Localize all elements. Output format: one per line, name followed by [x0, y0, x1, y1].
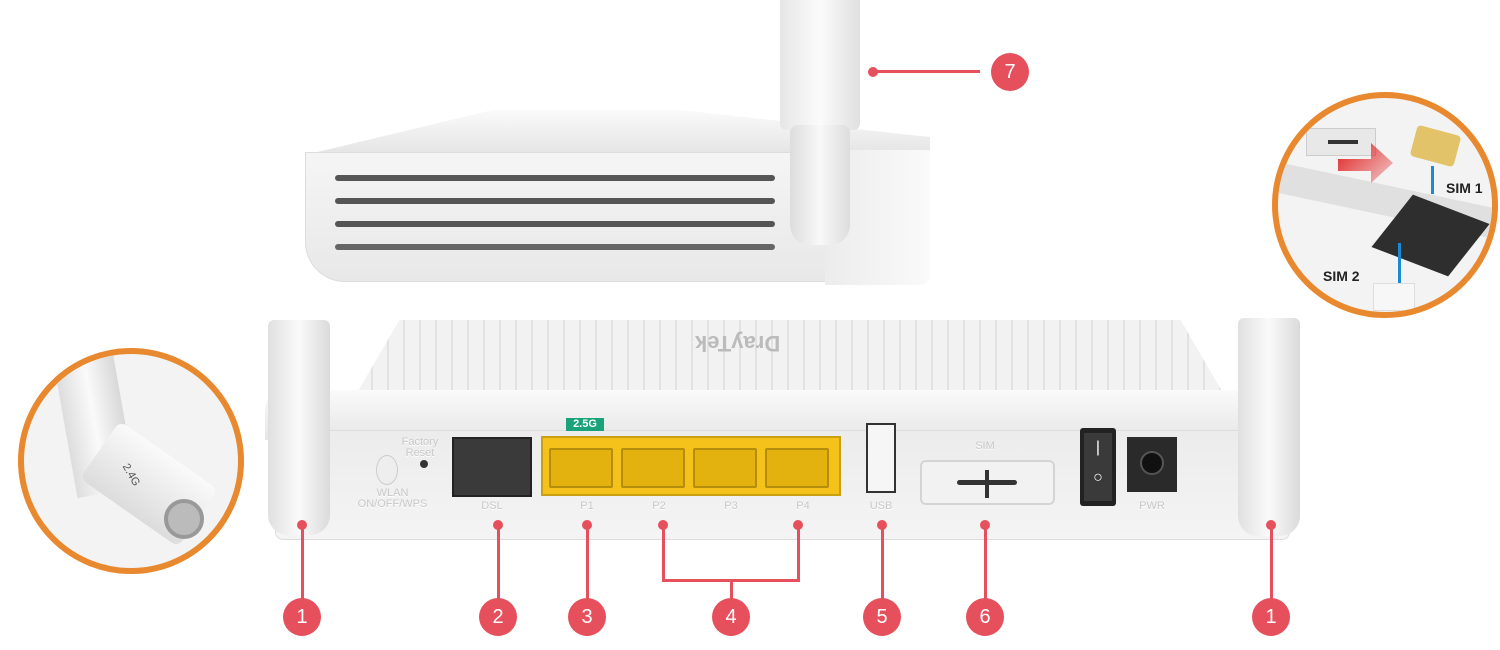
lan-port-p3[interactable] [693, 448, 757, 488]
sim-slot[interactable] [920, 460, 1055, 505]
lan-port-p1[interactable] [549, 448, 613, 488]
antenna-right [1238, 318, 1300, 536]
callout-2-dsl: 2 [479, 598, 517, 636]
sim2-label: SIM 2 [1323, 268, 1360, 284]
callout-5-usb: 5 [863, 598, 901, 636]
callout-6-sim: 6 [966, 598, 1004, 636]
wlan-wps-button[interactable] [376, 455, 398, 485]
badge-2-5g: 2.5G [566, 418, 604, 431]
antenna-connector-inset: 2.4G [18, 348, 244, 574]
p2-label: P2 [652, 500, 666, 512]
antenna-left [268, 320, 330, 535]
sim-label: SIM [975, 440, 995, 452]
callout-1-antenna-left: 1 [283, 598, 321, 636]
dsl-port[interactable] [452, 437, 532, 497]
power-switch[interactable]: |○ [1080, 428, 1116, 506]
draytek-logo: DrayTek [695, 331, 781, 356]
antenna-top [780, 0, 860, 130]
wlan-label: WLAN ON/OFF/WPS [357, 487, 428, 510]
sim1-label: SIM 1 [1446, 180, 1483, 196]
power-jack[interactable] [1127, 437, 1177, 492]
lan-port-block [541, 436, 841, 496]
p4-label: P4 [796, 500, 810, 512]
callout-line [873, 70, 980, 73]
sim-card-icon [1409, 124, 1462, 168]
router-rear-view: DrayTek [265, 320, 1300, 545]
usb-port[interactable] [866, 423, 896, 493]
antenna-base-top [790, 125, 850, 245]
usb-label: USB [869, 500, 893, 512]
callout-3-p1: 3 [568, 598, 606, 636]
callout-4-lan: 4 [712, 598, 750, 636]
lan-port-p4[interactable] [765, 448, 829, 488]
p3-label: P3 [724, 500, 738, 512]
p1-label: P1 [580, 500, 594, 512]
sim-insert-inset: SIM 1 SIM 2 [1272, 92, 1498, 318]
factory-reset-pinhole[interactable] [420, 460, 428, 468]
pwr-label: PWR [1139, 500, 1165, 512]
dsl-label: DSL [481, 500, 503, 512]
reset-label: Factory Reset [401, 436, 439, 459]
callout-7-antenna: 7 [991, 53, 1029, 91]
lan-port-p2[interactable] [621, 448, 685, 488]
callout-1-antenna-right: 1 [1252, 598, 1290, 636]
